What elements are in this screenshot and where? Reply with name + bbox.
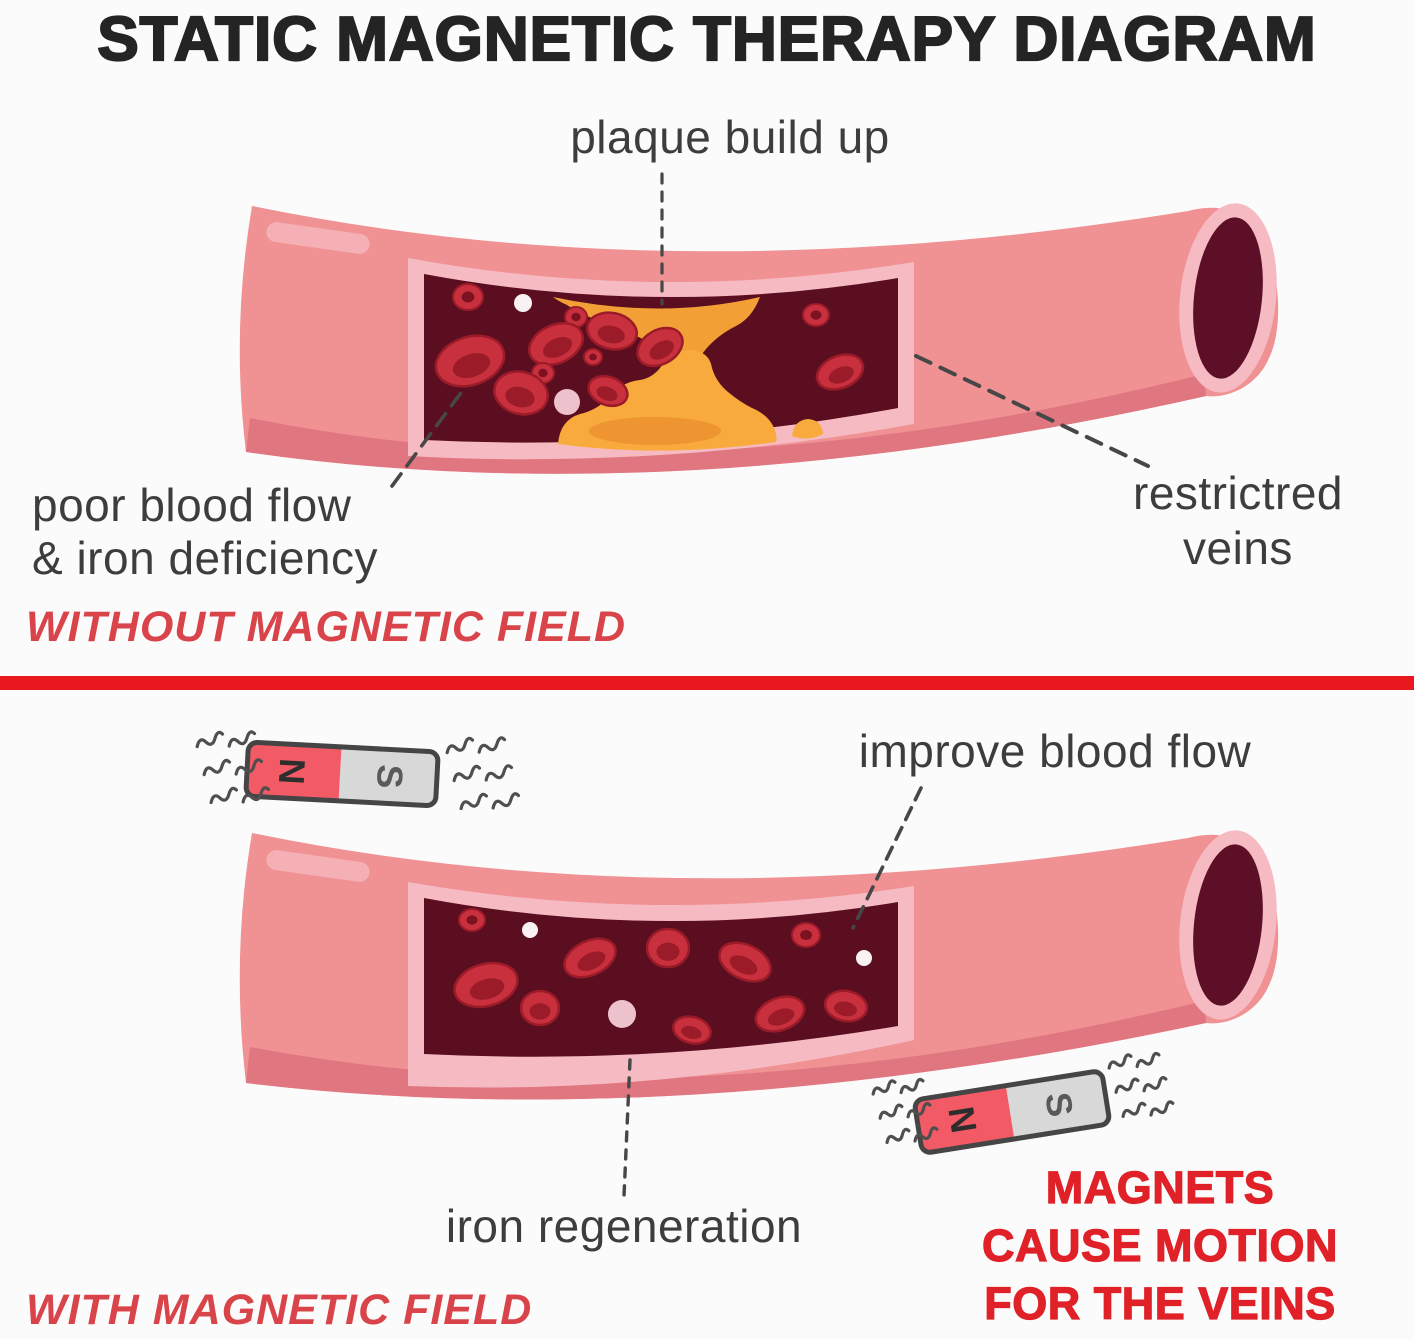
blood-cells <box>453 908 872 1045</box>
magnet-south-label: S <box>369 763 411 789</box>
squiggle-icon <box>484 764 514 782</box>
leader-improve <box>851 786 923 930</box>
blood-cell <box>754 995 806 1033</box>
squiggle-icon <box>202 758 232 777</box>
label-poor-blood-flow-line1: poor blood flow <box>32 479 352 531</box>
vibration-marks <box>445 736 521 811</box>
blood-cell <box>452 283 484 311</box>
blood-cell <box>528 321 584 367</box>
vibration-marks <box>1107 1051 1175 1119</box>
label-iron-regeneration: iron regeneration <box>445 1200 803 1252</box>
squiggle-icon <box>445 736 475 755</box>
squiggle-icon <box>1107 1053 1133 1070</box>
vessel-highlight <box>266 222 370 254</box>
blood-cell <box>563 937 617 979</box>
page-title: STATIC MAGNETIC THERAPY DIAGRAM <box>96 4 1317 75</box>
vessel-opening-lumen <box>1193 217 1263 379</box>
squiggle-icon <box>452 764 482 783</box>
blood-cell <box>522 922 538 938</box>
vibration-marks <box>195 730 1175 1145</box>
blood-cell <box>856 950 872 966</box>
squiggle-icon <box>209 786 239 805</box>
squiggle-icon <box>885 1127 911 1145</box>
blood-cell <box>434 334 506 388</box>
magnet-outline <box>243 740 441 808</box>
squiggle-icon <box>195 730 225 749</box>
vessel-without-field <box>239 203 1279 474</box>
label-restricted-veins-line1: restrictred <box>1133 467 1343 519</box>
blood-cell <box>608 1000 636 1028</box>
squiggle-icon <box>913 1126 939 1143</box>
magnet-north-half <box>915 1085 1015 1153</box>
vessel-with-field <box>239 830 1279 1100</box>
blood-cell <box>519 989 561 1027</box>
squiggle-icon <box>227 730 257 748</box>
plaque-shadow <box>589 417 721 445</box>
vessel-opening-lumen <box>1193 844 1263 1006</box>
blood-cell <box>453 961 519 1009</box>
magnet-outline <box>912 1069 1112 1155</box>
label-improve-blood-flow: improve blood flow <box>858 725 1252 777</box>
blood-cell <box>636 326 684 368</box>
squiggle-icon <box>459 792 489 811</box>
label-plaque-build-up: plaque build up <box>570 111 890 163</box>
note-magnets-line1: MAGNETS <box>1045 1161 1275 1213</box>
squiggle-icon <box>878 1103 904 1120</box>
blood-cell <box>583 348 603 366</box>
label-poor-blood-flow-line2: & iron deficiency <box>32 532 378 584</box>
blood-cell <box>823 989 869 1023</box>
squiggle-icon <box>491 792 521 810</box>
blood-cell <box>587 374 629 408</box>
vibration-marks <box>195 730 271 805</box>
vessel-shade <box>246 1001 1206 1100</box>
vessel-highlight <box>266 850 370 882</box>
squiggle-icon <box>1149 1100 1175 1117</box>
blood-cell <box>645 927 691 969</box>
squiggle-icon <box>871 1079 897 1096</box>
magnet-north-half <box>246 742 342 801</box>
blood-cell <box>672 1015 712 1045</box>
note-magnets-line2: CAUSE MOTION <box>981 1219 1338 1271</box>
bar-magnet: N S <box>243 740 441 808</box>
blood-cell <box>802 303 830 327</box>
squiggle-icon <box>241 786 271 804</box>
note-magnets-line3: FOR THE VEINS <box>984 1277 1336 1329</box>
vessel-shade <box>246 374 1206 474</box>
squiggle-icon <box>234 758 264 776</box>
blood-cell <box>493 370 549 416</box>
blood-cell <box>586 311 638 351</box>
blood-cell <box>458 908 486 932</box>
magnet-north-label: N <box>940 1104 985 1136</box>
squiggle-icon <box>1142 1076 1168 1093</box>
squiggle-icon <box>1114 1077 1140 1094</box>
caption-without-magnetic-field: WITHOUT MAGNETIC FIELD <box>26 603 627 651</box>
leader-poor-flow <box>390 388 465 488</box>
leader-lines <box>390 172 1150 1198</box>
blood-cell <box>514 294 532 312</box>
blood-cell <box>554 389 580 415</box>
squiggle-icon <box>1121 1101 1147 1119</box>
label-restricted-veins-line2: veins <box>1183 522 1293 574</box>
squiggle-icon <box>1135 1051 1161 1069</box>
leader-iron <box>622 1058 632 1198</box>
blood-cells <box>434 283 865 416</box>
plaque-small-blob <box>792 419 823 439</box>
squiggle-icon <box>477 736 507 754</box>
section-divider <box>0 676 1414 690</box>
squiggle-icon <box>906 1102 932 1119</box>
bar-magnet: N S <box>912 1069 1112 1155</box>
magnet-north-label: N <box>271 757 313 785</box>
plaque-small-blob <box>742 423 772 443</box>
squiggle-icon <box>899 1077 925 1095</box>
blood-cell <box>791 922 821 948</box>
blood-cell <box>718 941 772 983</box>
caption-with-magnetic-field: WITH MAGNETIC FIELD <box>26 1286 533 1334</box>
leader-restricted <box>914 354 1150 468</box>
vibration-marks <box>871 1077 939 1145</box>
